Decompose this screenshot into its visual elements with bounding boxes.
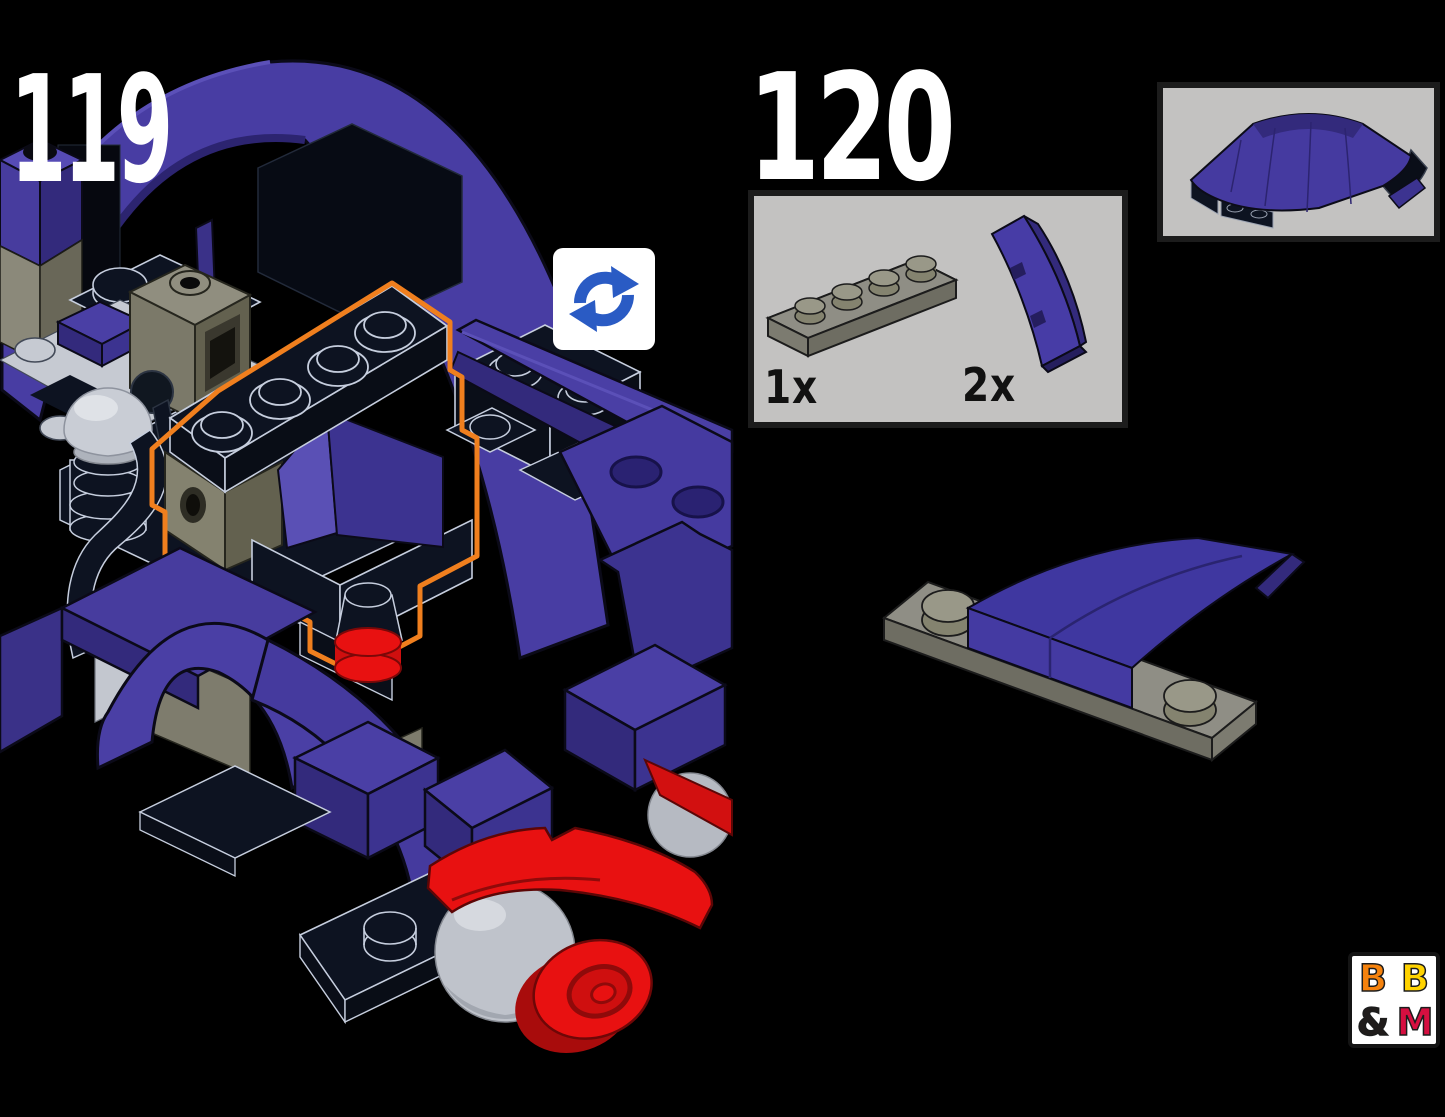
plate-studs: [794, 255, 937, 325]
bbm-logo: B B & M: [1348, 952, 1440, 1048]
step-119-model-illustration: [0, 59, 734, 1054]
part-plate-1x4-icon: [765, 255, 959, 358]
plate-studs: [191, 311, 416, 453]
left-tower-bricks: [0, 138, 121, 364]
purple-curved-slopes: [965, 536, 1306, 710]
black-brick-back: [257, 123, 463, 327]
logo-letter-amp: &: [1356, 1000, 1390, 1044]
logo-letter-b1: B: [1358, 956, 1388, 1000]
step-number-120: 120: [748, 42, 956, 214]
part-curved-slope-icon: [990, 214, 1088, 374]
step-number-119: 119: [10, 44, 173, 216]
side-rail-panel: [448, 318, 734, 692]
highlight-outline: [149, 280, 480, 675]
part-quantity-2x: 2x: [962, 358, 1017, 412]
technic-brick: [127, 263, 253, 462]
assembled-hood-preview: [1189, 113, 1428, 229]
hose: [66, 429, 168, 660]
red-wheel: [515, 938, 653, 1054]
red-cylinder: [334, 582, 403, 683]
assembly-preview-box: [1157, 82, 1440, 242]
logo-letter-m: M: [1396, 1000, 1434, 1044]
red-mudguard: [426, 758, 733, 930]
rotate-model-icon: [569, 266, 639, 332]
front-fenders: [0, 546, 471, 948]
rotate-symbol-box: [553, 248, 655, 350]
logo-letter-b2: B: [1400, 956, 1430, 1000]
step-120-subassembly-illustration: [882, 536, 1306, 763]
nose-wedges: [422, 643, 728, 887]
parts-callout-box: 1x 2x: [748, 190, 1128, 428]
part-quantity-1x: 1x: [764, 360, 819, 414]
